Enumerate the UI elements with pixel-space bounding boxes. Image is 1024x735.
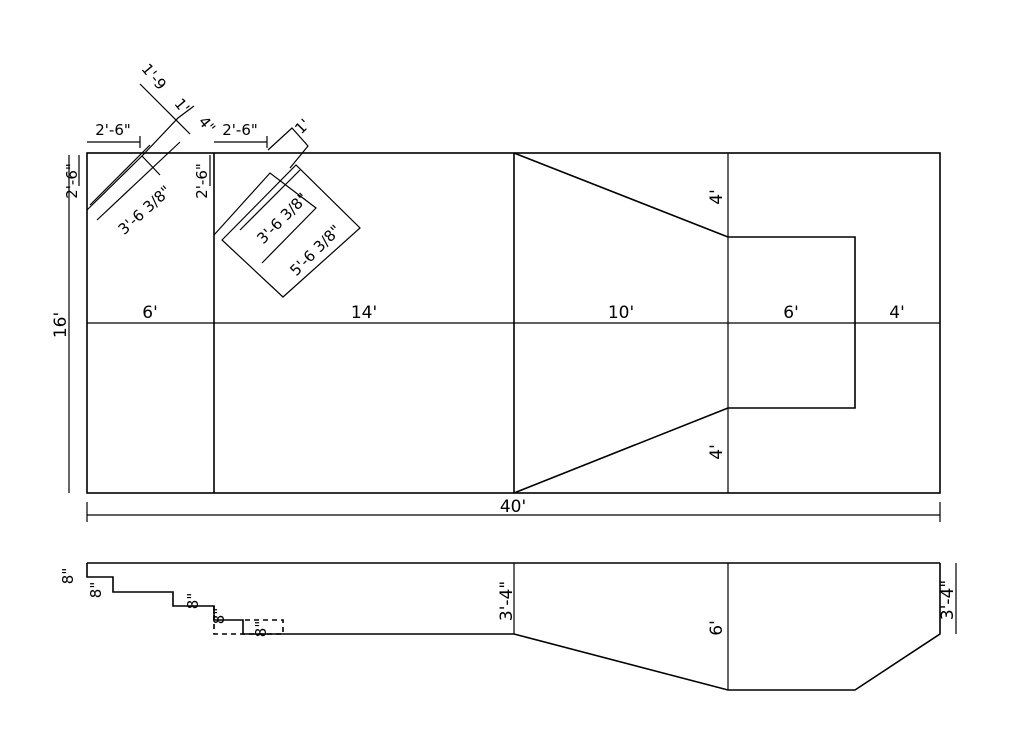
dim-section-shallow-depth: 3'-4" (497, 581, 517, 621)
section-view: 8" 8" 8" 8" 8" 3'-4" 6' 3'-4" (59, 562, 958, 691)
step1-edge (96, 141, 181, 221)
dim-seg-main: 14' (351, 303, 377, 323)
section-step-dashed (213, 606, 284, 635)
dim-seg-transition: 10' (608, 303, 634, 323)
step1-outline (86, 105, 195, 211)
dim-seg-well: 6' (783, 303, 799, 323)
dim-step1-tread-c: 4" (195, 113, 219, 137)
dim-step1-tread-a: 1'-9 (138, 60, 170, 93)
dim-section-step-rise-4: 8" (210, 608, 228, 624)
plan-view: 6' 14' 10' 6' 4' 40' 16' 4' 4' 2'-6" 2'-… (51, 60, 941, 522)
dim-section-step-rise-5: 8" (252, 621, 270, 637)
dim-total-length: 40' (500, 497, 526, 517)
dim-seg-end: 4' (889, 303, 905, 323)
dim-step1-width: 2'-6" (95, 121, 131, 139)
step2-outer-box (221, 164, 361, 298)
dim-well-offset-top: 4' (707, 189, 727, 205)
dim-well-offset-bottom: 4' (707, 444, 727, 460)
step1-tread-line (139, 83, 191, 135)
slope-top (513, 152, 729, 238)
step1-diag-line (89, 144, 151, 206)
slope-bottom (513, 407, 729, 494)
dim-step1-tread-b: 1' (171, 95, 194, 117)
dim-seg-shallow: 6' (142, 303, 158, 323)
dim-step2-width: 2'-6" (222, 121, 258, 139)
step2-inner-box (213, 172, 317, 264)
step2-tread (267, 127, 309, 169)
dim-step2-diag-inner: 3'-6 3/8" (253, 189, 311, 247)
dim-section-end-depth: 3'-4" (938, 580, 958, 620)
step2-edge (239, 169, 301, 231)
dim-section-step-rise-3: 8" (184, 593, 202, 609)
dim-step2-side: 2'-6" (193, 163, 211, 199)
dim-step2-tread: 1' (291, 115, 313, 137)
dim-section-step-rise-1: 8" (59, 568, 77, 584)
dim-section-deep-depth: 6' (707, 620, 727, 636)
dim-step1-side: 2'-6" (63, 163, 81, 199)
dim-section-step-rise-2: 8" (87, 582, 105, 598)
step1-riser (141, 155, 161, 176)
dim-width: 16' (51, 312, 71, 338)
dim-step1-diag: 3'-6 3/8" (115, 182, 175, 238)
